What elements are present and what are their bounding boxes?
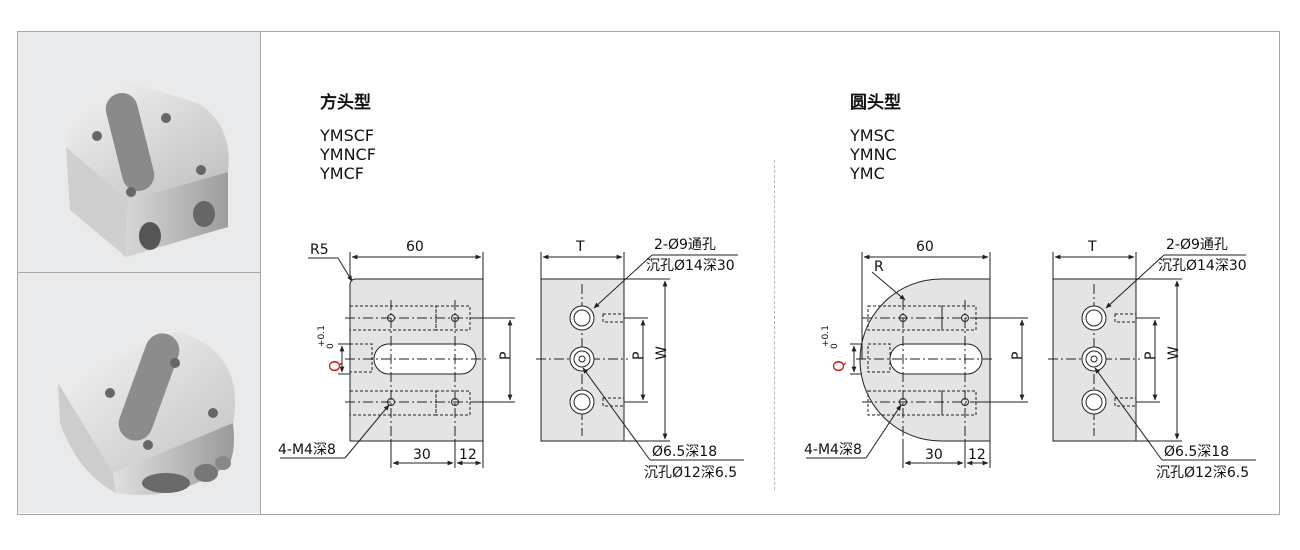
width-w-label: W	[1166, 346, 1182, 360]
q-tolerance-plus: +0.1	[317, 325, 327, 347]
pitch-label: P	[631, 352, 647, 360]
round-head-part-image	[58, 331, 236, 495]
round-head-part-photo	[18, 273, 260, 513]
dimension-30-label: 30	[413, 447, 431, 463]
dimension-30-label: 30	[925, 447, 943, 463]
round-front-labels: R 60 P Q +0.1 0 4-M4深8 30 12	[804, 239, 1026, 463]
pitch-label: P	[1010, 352, 1026, 360]
dimension-12-label: 12	[459, 447, 477, 463]
q-tolerance-zero: 0	[830, 343, 840, 349]
square-front-view	[280, 252, 515, 468]
radius-label: R	[874, 259, 884, 275]
hole-depth-label: Ø6.5深18	[1164, 444, 1229, 460]
q-label: Q	[830, 360, 848, 372]
through-hole-label: 2-Ø9通孔	[1166, 237, 1228, 253]
counterbore-12-label: 沉孔Ø12深6.5	[644, 465, 737, 481]
pitch-label: P	[1143, 352, 1159, 360]
square-front-labels: R5 60 P Q +0.1 0 4-M4深8 30 12	[278, 239, 514, 463]
radius-label: R5	[310, 242, 329, 258]
model-name: YMSCF	[320, 126, 375, 145]
square-head-part-image	[66, 84, 229, 257]
through-hole-label: 2-Ø9通孔	[654, 237, 716, 253]
hole-depth-label: Ø6.5深18	[652, 444, 717, 460]
section-divider	[774, 160, 775, 490]
counterbore-14-label: 沉孔Ø14深30	[646, 258, 735, 274]
width-w-label: W	[654, 346, 670, 360]
thickness-label: T	[575, 239, 585, 255]
square-head-part-photo	[18, 32, 260, 273]
thread-spec-label: 4-M4深8	[278, 442, 336, 458]
thickness-label: T	[1087, 239, 1097, 255]
round-head-models: YMSC YMNC YMC	[850, 126, 897, 183]
model-name: YMC	[850, 164, 885, 183]
square-side-labels: T 2-Ø9通孔 沉孔Ø14深30 P W Ø6.5深18 沉孔Ø12深6.5	[575, 237, 737, 481]
thread-spec-label: 4-M4深8	[804, 442, 862, 458]
model-name: YMSC	[850, 126, 895, 145]
model-name: YMNCF	[320, 145, 376, 164]
dimension-12-label: 12	[968, 447, 986, 463]
square-side-view	[536, 252, 744, 461]
photo-column	[18, 32, 261, 514]
round-front-view	[806, 252, 1028, 468]
round-side-labels: T 2-Ø9通孔 沉孔Ø14深30 P W Ø6.5深18 沉孔Ø12深6.5	[1087, 237, 1249, 481]
q-tolerance-zero: 0	[326, 343, 336, 349]
pitch-label: P	[498, 352, 514, 360]
q-label: Q	[326, 360, 344, 372]
model-name: YMCF	[320, 164, 364, 183]
square-head-title: 方头型	[320, 93, 371, 113]
model-name: YMNC	[850, 145, 897, 164]
q-tolerance-plus: +0.1	[821, 325, 831, 347]
round-head-title: 圆头型	[850, 93, 901, 113]
square-head-models: YMSCF YMNCF YMCF	[320, 126, 376, 183]
width-dimension-label: 60	[916, 239, 934, 255]
counterbore-14-label: 沉孔Ø14深30	[1158, 258, 1247, 274]
width-dimension-label: 60	[406, 239, 424, 255]
product-frame	[17, 31, 1280, 515]
round-side-view	[1048, 252, 1256, 461]
counterbore-12-label: 沉孔Ø12深6.5	[1156, 465, 1249, 481]
